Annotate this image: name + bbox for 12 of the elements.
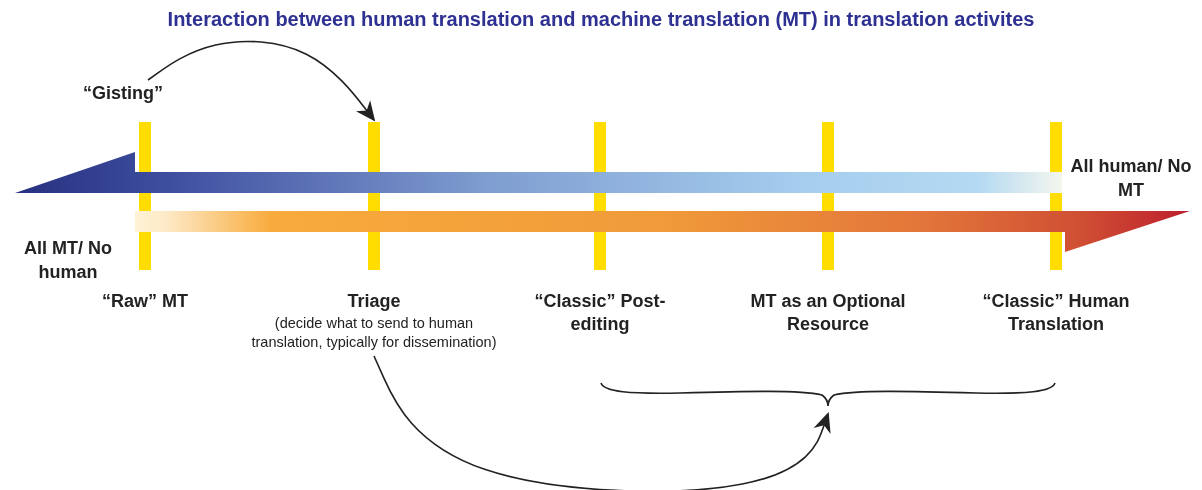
stage-label: “Gisting”: [82, 82, 164, 105]
scale-end-label: All human/ No MT: [1069, 155, 1193, 202]
curved-arrow: [147, 40, 376, 122]
stage-label: MT as an Optional Resource: [749, 290, 907, 336]
stage-label: Triage: [346, 290, 402, 313]
stage-label: “Raw” MT: [101, 290, 189, 313]
stage-label: “Classic” Human Translation: [981, 290, 1131, 336]
scale-end-label: All MT/ No human: [23, 237, 113, 284]
stage-description: (decide what to send to human translation, typically for dissemination): [250, 314, 498, 352]
curved-arrow: [373, 355, 831, 490]
diagram-title: Interaction between human translation and machine translation (MT) in translation activites: [166, 8, 1036, 31]
stage-label: “Classic” Post-editing: [533, 290, 667, 336]
